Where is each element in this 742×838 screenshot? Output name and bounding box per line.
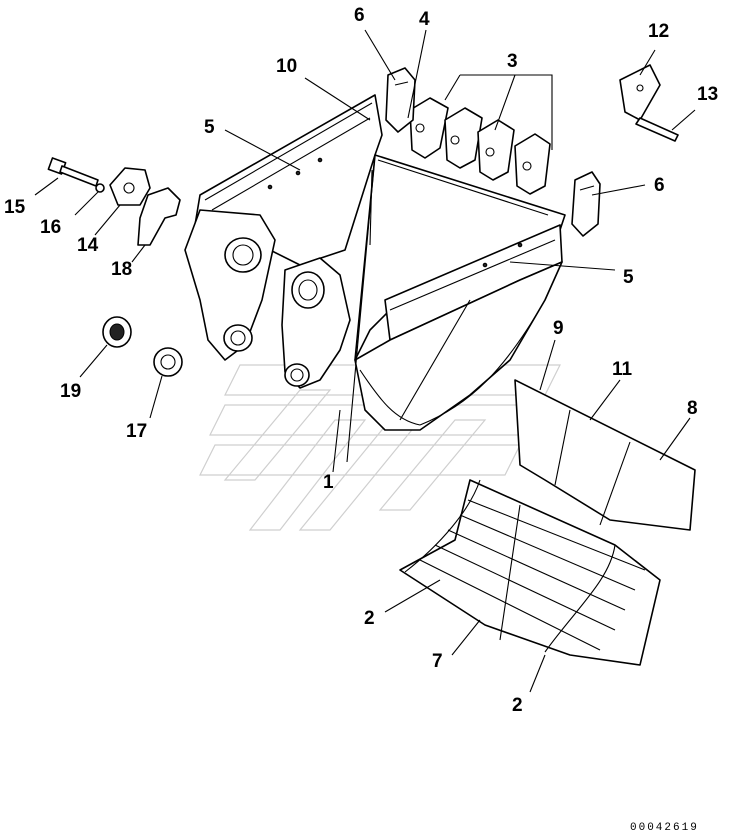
callout-4: 4 bbox=[419, 9, 430, 30]
callout-7: 7 bbox=[432, 651, 443, 672]
callout-19: 19 bbox=[60, 381, 81, 402]
callout-12: 12 bbox=[648, 21, 669, 42]
callout-8: 8 bbox=[687, 398, 698, 419]
callout-16: 16 bbox=[40, 217, 61, 238]
exploded-hardware bbox=[47, 64, 679, 377]
callout-18: 18 bbox=[111, 259, 132, 280]
bucket-body bbox=[184, 94, 566, 431]
callout-14: 14 bbox=[77, 235, 99, 256]
callout-15: 15 bbox=[4, 197, 26, 218]
callout-17: 17 bbox=[126, 421, 147, 442]
callout-10: 10 bbox=[276, 56, 297, 77]
callout-labels: 6 4 3 10 5 12 13 6 5 15 16 14 18 19 17 1… bbox=[4, 5, 718, 716]
callout-13: 13 bbox=[697, 84, 718, 105]
side-cutters bbox=[385, 67, 601, 237]
wear-plates bbox=[399, 379, 696, 666]
callout-2-bottom: 2 bbox=[512, 695, 523, 716]
callout-9: 9 bbox=[553, 318, 564, 339]
callout-2-left: 2 bbox=[364, 608, 375, 629]
callout-11: 11 bbox=[612, 359, 633, 380]
callout-6-right: 6 bbox=[654, 175, 665, 196]
callout-5-right: 5 bbox=[623, 267, 634, 288]
callout-5-left: 5 bbox=[204, 117, 215, 138]
bucket-teeth bbox=[409, 97, 551, 195]
callout-3: 3 bbox=[507, 51, 518, 72]
callout-6-top: 6 bbox=[354, 5, 365, 26]
leader-lines bbox=[34, 29, 696, 693]
callout-1: 1 bbox=[323, 472, 334, 493]
document-number: 00042619 bbox=[630, 822, 699, 834]
